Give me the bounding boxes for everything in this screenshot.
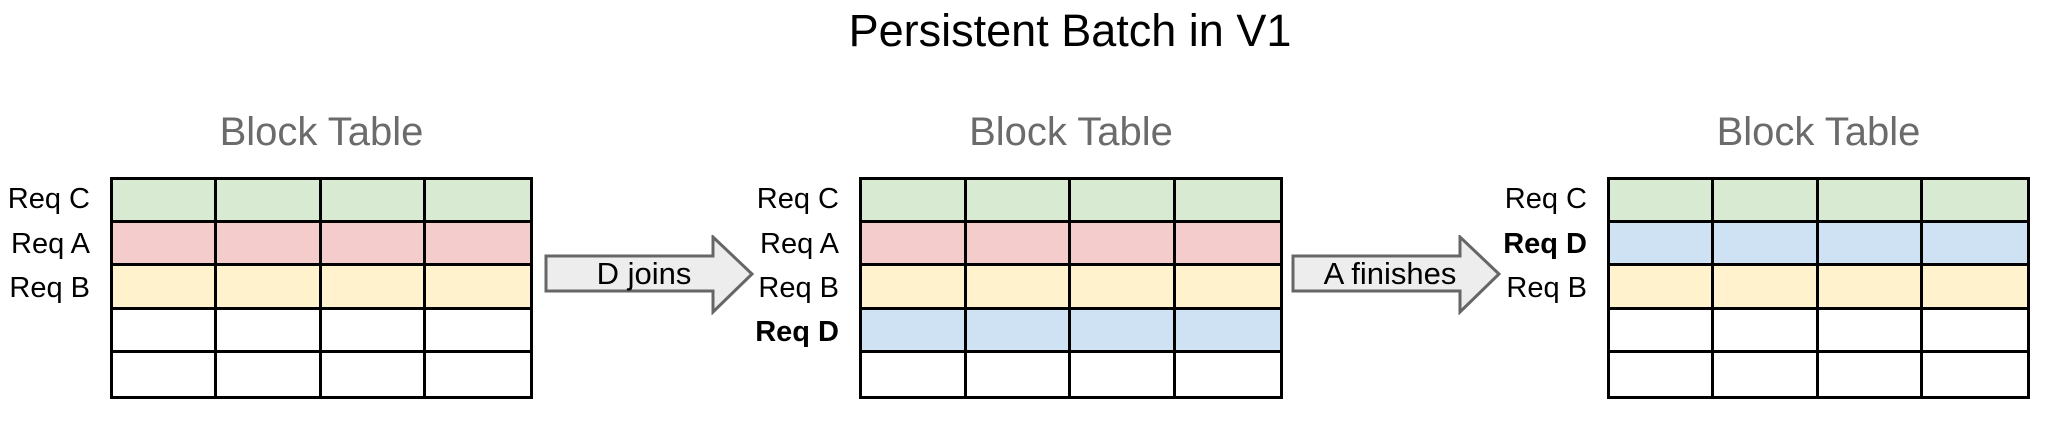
row-label: Req D [1503, 228, 1587, 260]
block-table-heading: Block Table [219, 110, 424, 154]
block-cell [1175, 309, 1280, 353]
row-label: Req B [1506, 272, 1587, 304]
row-label: Req C [7, 183, 90, 215]
block-cell [966, 266, 1071, 310]
block-cell [425, 180, 530, 224]
block-cell [1071, 352, 1176, 396]
block-cell [1175, 266, 1280, 310]
block-cell [1071, 309, 1176, 353]
arrow-label-a-finishes: A finishes [1323, 256, 1457, 291]
arrow-right-icon [1291, 235, 1502, 315]
block-cell [217, 223, 322, 267]
block-cell [1714, 352, 1819, 396]
block-cell [1818, 309, 1923, 353]
row-label: Req B [9, 272, 90, 304]
block-table-grid [110, 177, 533, 399]
block-cell [425, 309, 530, 353]
block-cell [966, 223, 1071, 267]
block-cell [425, 266, 530, 310]
block-cell [217, 180, 322, 224]
block-cell [966, 180, 1071, 224]
block-table-heading: Block Table [1716, 110, 1921, 154]
block-cell [113, 352, 218, 396]
row-label: Req D [755, 316, 839, 348]
block-cell [1610, 266, 1715, 310]
block-cell [425, 352, 530, 396]
block-cell [217, 309, 322, 353]
block-cell [1922, 309, 2027, 353]
block-cell [1714, 309, 1819, 353]
block-cell [321, 309, 426, 353]
row-label: Req A [11, 228, 90, 260]
block-cell [321, 180, 426, 224]
block-cell [1071, 180, 1176, 224]
block-cell [1922, 266, 2027, 310]
block-cell [1071, 266, 1176, 310]
block-cell [1610, 352, 1715, 396]
block-cell [113, 180, 218, 224]
block-cell [862, 223, 967, 267]
block-cell [321, 266, 426, 310]
block-cell [321, 352, 426, 396]
block-cell [862, 309, 967, 353]
block-cell [1922, 223, 2027, 267]
block-table-grid [859, 177, 1283, 399]
block-cell [217, 266, 322, 310]
block-cell [1714, 180, 1819, 224]
row-label: Req C [756, 183, 839, 215]
block-cell [1175, 180, 1280, 224]
block-cell [1818, 223, 1923, 267]
block-cell [1071, 223, 1176, 267]
page-title: Persistent Batch in V1 [848, 5, 1292, 56]
block-cell [217, 352, 322, 396]
block-cell [1175, 352, 1280, 396]
block-cell [1175, 223, 1280, 267]
block-cell [113, 223, 218, 267]
block-cell [1922, 352, 2027, 396]
block-cell [321, 223, 426, 267]
block-cell [425, 223, 530, 267]
block-cell [113, 309, 218, 353]
row-label: Req C [1504, 183, 1587, 215]
block-cell [1818, 352, 1923, 396]
block-cell [1714, 223, 1819, 267]
block-cell [1610, 223, 1715, 267]
row-label: Req A [760, 228, 839, 260]
block-cell [113, 266, 218, 310]
block-cell [862, 352, 967, 396]
block-table-heading: Block Table [969, 110, 1173, 154]
arrow-label-d-joins: D joins [596, 256, 692, 291]
block-cell [966, 352, 1071, 396]
block-cell [1714, 266, 1819, 310]
block-cell [862, 266, 967, 310]
block-cell [966, 309, 1071, 353]
block-table-grid [1607, 177, 2030, 399]
block-cell [1610, 180, 1715, 224]
row-label: Req B [758, 272, 839, 304]
block-cell [1610, 309, 1715, 353]
arrow-right-icon [544, 235, 755, 315]
block-cell [1818, 180, 1923, 224]
block-cell [1818, 266, 1923, 310]
block-cell [862, 180, 967, 224]
block-cell [1922, 180, 2027, 224]
